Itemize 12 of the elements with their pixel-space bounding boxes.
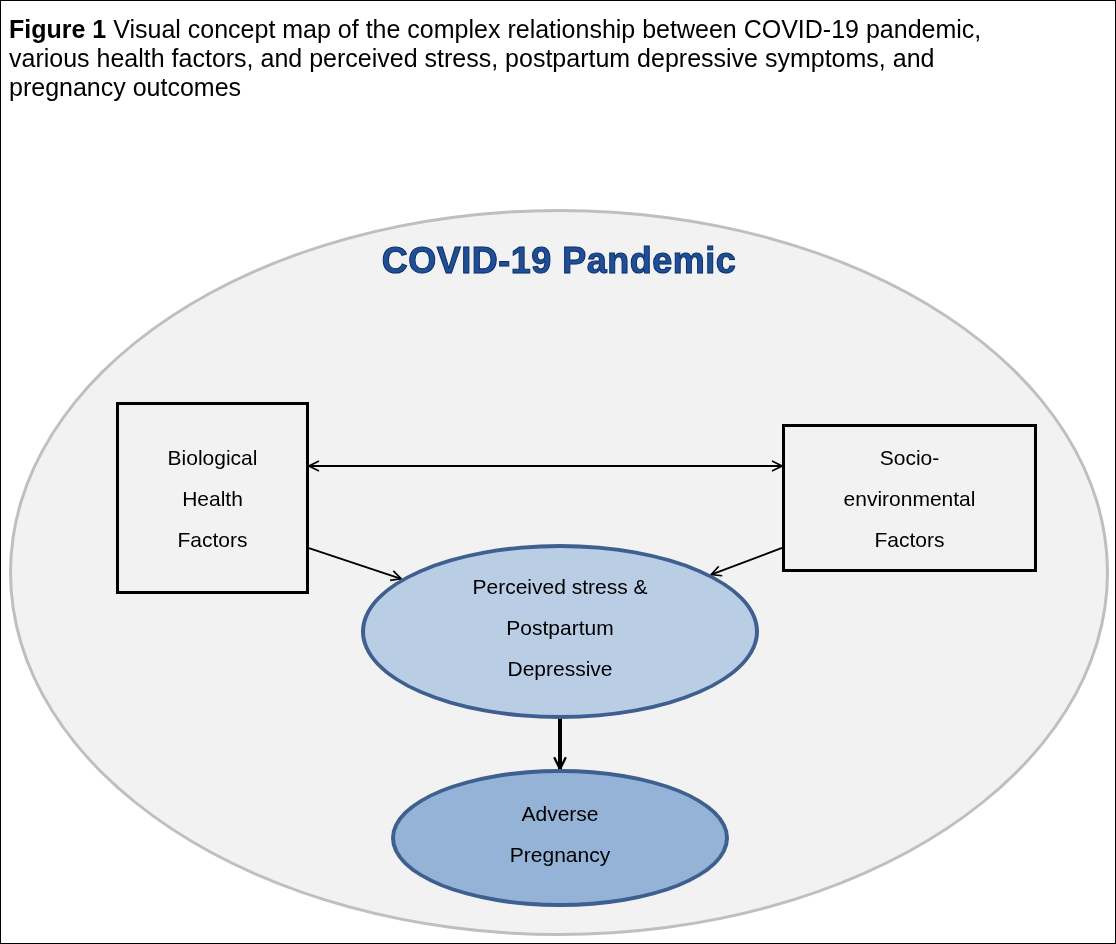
node-label: Perceived stress & Postpartum Depressive [471,574,649,682]
ellipse-heading: COVID-19 Pandemic [380,240,738,282]
node-label: Adverse Pregnancy [508,801,612,868]
arrow [308,460,783,472]
arrow [710,547,783,577]
arrow [308,547,403,582]
figure-caption: Figure 1 Visual concept map of the complex relationship between COVID-19 pandemic, various health factors, and perceived stress, postpartum depressive symptoms, and pregnancy outcomes [9,15,983,102]
factor-box [116,402,309,594]
node-label: Biological Health Factors [166,444,259,553]
factor-box [782,424,1037,572]
node-label: Socio-environmental Factors [842,444,977,553]
arrow [553,719,567,771]
